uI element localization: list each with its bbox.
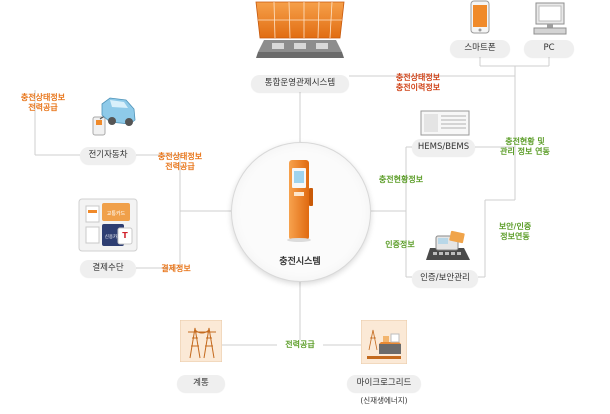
charging-system-label: 충전시스템 xyxy=(279,257,321,267)
smartphone-icon xyxy=(466,0,494,38)
auth-security-label: 인증/보안관리 xyxy=(412,270,478,287)
hems-status-text: 충전현황 및 xyxy=(505,137,545,146)
microgrid-sublabel: (신재생에너지) xyxy=(360,396,408,405)
control-system-label: 통합운영관제시스템 xyxy=(251,75,349,92)
charging-history-info-text: 충전이력정보 xyxy=(395,83,441,92)
ev-charging-status-text: 충전상태정보 xyxy=(20,93,66,102)
ev-side-annotation: 충전상태정보 전력공급 xyxy=(144,152,216,172)
control-room-monitors-icon xyxy=(252,0,348,70)
pc-label: PC xyxy=(524,40,574,57)
charging-status-annotation: 충전현황정보 xyxy=(378,175,424,184)
card-a-text: 교통카드 xyxy=(107,210,126,217)
ev-power-supply-text: 전력공급 xyxy=(28,103,58,112)
security-auth-text: 보안/인증 xyxy=(498,222,532,231)
pc-icon xyxy=(531,2,569,40)
control-info-annotation: 충전상태정보 충전이력정보 xyxy=(380,73,456,93)
smartphone-label: 스마트폰 xyxy=(450,40,510,57)
card-c-text: T xyxy=(122,231,128,240)
payment-label: 결제수단 xyxy=(80,260,136,277)
card-terminal-icon xyxy=(424,230,474,270)
ev-label: 전기자동차 xyxy=(80,147,136,164)
ev-side-power-supply-text: 전력공급 xyxy=(165,162,195,171)
grid-label: 계통 xyxy=(177,375,225,392)
microgrid-icon xyxy=(360,319,408,368)
auth-info-annotation: 인증정보 xyxy=(385,240,415,249)
hems-panel-icon xyxy=(420,108,470,142)
hems-label: HEMS/BEMS xyxy=(412,139,475,156)
charging-station-icon xyxy=(283,158,317,246)
hems-link-annotation: 충전현황 및 관리 정보 연동 xyxy=(488,137,562,157)
ev-top-annotation: 충전상태정보 전력공급 xyxy=(8,93,78,113)
microgrid-label: 마이크로그리드 xyxy=(347,375,421,392)
info-link-text: 정보연동 xyxy=(500,232,530,241)
charging-status-info-text: 충전상태정보 xyxy=(395,73,441,82)
payment-cards-icon: 교통카드 신용카드 T xyxy=(78,198,138,256)
card-b-text: 신용카드 xyxy=(105,233,122,240)
payment-info-annotation: 결제정보 xyxy=(161,264,191,273)
electric-car-icon xyxy=(80,95,138,143)
power-supply-annotation: 전력공급 xyxy=(277,340,323,350)
ev-side-charging-status-text: 충전상태정보 xyxy=(157,152,203,161)
hems-management-text: 관리 정보 연동 xyxy=(500,147,550,156)
power-grid-icon xyxy=(179,319,223,366)
security-link-annotation: 보안/인증 정보연동 xyxy=(488,222,542,242)
